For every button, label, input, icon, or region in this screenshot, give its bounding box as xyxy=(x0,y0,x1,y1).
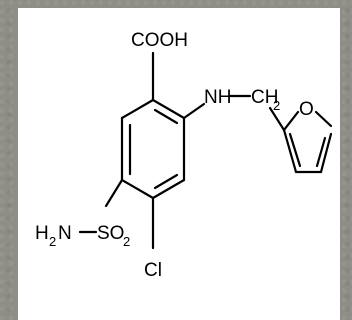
sulfonyl-label: SO xyxy=(97,223,124,244)
sulfonamide-h-subscript: 2 xyxy=(49,234,56,249)
furan-double-bond xyxy=(288,132,302,168)
furan-bond xyxy=(314,110,333,128)
bond-to-sulfonyl xyxy=(104,178,124,208)
furan-bond xyxy=(282,128,298,174)
bond-ch2-furan xyxy=(268,106,286,132)
ring-double-bond xyxy=(153,108,179,125)
ring-bond xyxy=(151,178,186,200)
sulfonyl-subscript: 2 xyxy=(123,234,130,249)
furan-ring xyxy=(282,110,333,174)
sulfonamide-h-label: H xyxy=(35,223,49,244)
chlorine-label: Cl xyxy=(144,260,162,281)
furan-oxygen-label: O xyxy=(299,99,314,120)
furan-double-bond xyxy=(315,136,327,168)
benzene-ring xyxy=(120,98,186,200)
amine-label: NH xyxy=(204,87,231,108)
furan-bond xyxy=(319,132,333,174)
furan-bond xyxy=(282,110,300,132)
ring-bond xyxy=(120,178,155,200)
ring-double-bond xyxy=(153,173,179,190)
methylene-label: CH xyxy=(251,87,278,108)
sulfonamide-n-label: N xyxy=(58,223,72,244)
methylene-subscript: 2 xyxy=(273,98,280,113)
structure-card: COOH NH CH 2 O H 2 N SO 2 Cl xyxy=(18,8,340,320)
furosemide-structure-diagram: COOH NH CH 2 O H 2 N SO 2 Cl xyxy=(35,30,333,281)
carboxyl-label: COOH xyxy=(131,30,188,51)
bond-to-amine xyxy=(182,102,206,120)
ring-bond xyxy=(120,98,155,120)
ring-bond xyxy=(151,98,186,120)
